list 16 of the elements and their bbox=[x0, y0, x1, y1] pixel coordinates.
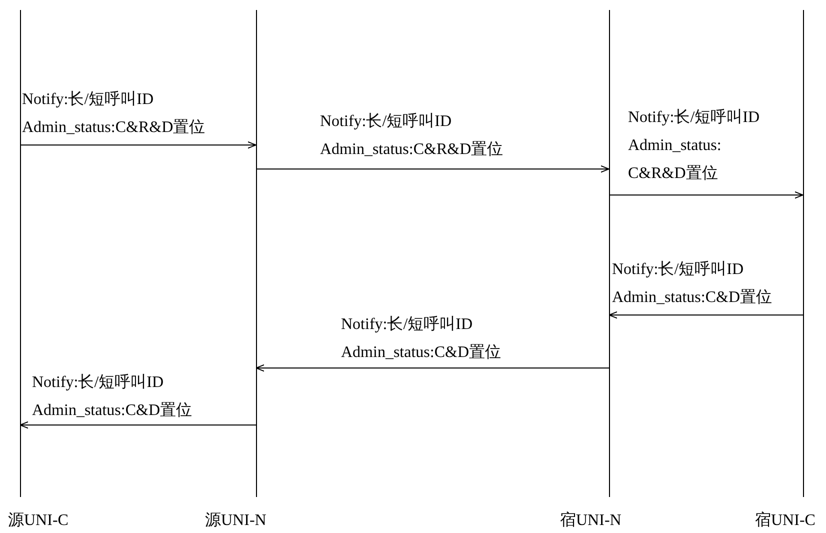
edge-label: Notify:长/短呼叫ID Admin_status:C&D置位 bbox=[612, 260, 774, 308]
edge-label: Notify:长/短呼叫ID Admin_status:C&R&D置位 bbox=[320, 112, 504, 160]
message-arrow bbox=[608, 191, 804, 199]
participant-label: 宿UNI-C bbox=[755, 511, 816, 531]
edge-label: Notify:长/短呼叫ID Admin_status:C&R&D置位 bbox=[22, 90, 206, 138]
edge-label: Notify:长/短呼叫ID Admin_status:C&D置位 bbox=[32, 372, 194, 421]
participant-label: 源UNI-N bbox=[205, 511, 266, 531]
edge-label: Notify:长/短呼叫ID Admin_status:C&D置位 bbox=[341, 314, 502, 363]
message-arrow bbox=[20, 421, 256, 429]
participant-label: 宿UNI-N bbox=[560, 511, 622, 531]
message-arrow bbox=[608, 311, 804, 319]
message-arrow bbox=[20, 141, 256, 149]
message-arrow bbox=[256, 165, 610, 173]
edge-label: Notify:长/短呼叫ID Admin_status: C&R&D置位 bbox=[628, 108, 761, 184]
participant-label: 源UNI-C bbox=[8, 511, 68, 531]
message-arrow bbox=[256, 364, 610, 372]
